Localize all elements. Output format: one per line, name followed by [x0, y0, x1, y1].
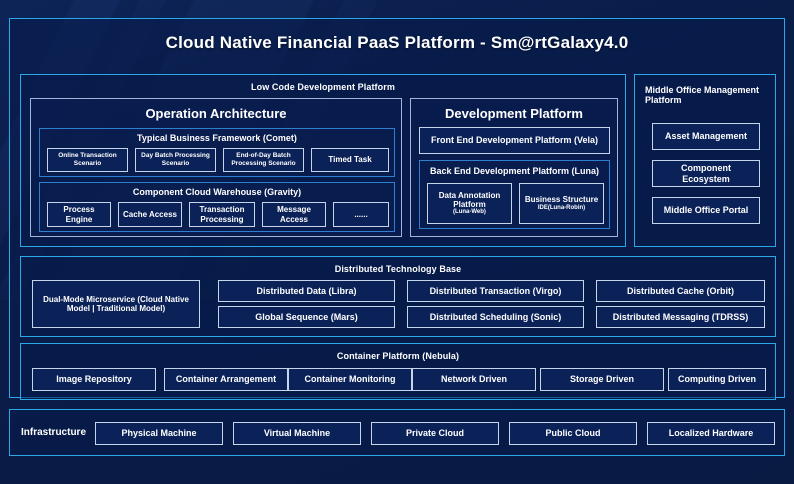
container-platform-item[interactable]: Container Arrangement [164, 368, 288, 391]
container-platform-item[interactable]: Container Monitoring [288, 368, 412, 391]
distributed-technology-base-header: Distributed Technology Base [334, 264, 462, 274]
scenario-box[interactable]: Day Batch Processing Scenario [135, 148, 216, 172]
middle-office-item[interactable]: Component Ecosystem [652, 160, 760, 187]
middle-office-management-panel: Middle Office Management Platform Asset … [634, 74, 776, 247]
scenario-box[interactable]: End-of-Day Batch Processing Scenario [223, 148, 304, 172]
development-platform-header: Development Platform [445, 106, 583, 121]
front-end-development-platform-box[interactable]: Front End Development Platform (Vela) [419, 127, 610, 154]
component-box[interactable]: Message Access [262, 202, 326, 227]
middle-office-item[interactable]: Asset Management [652, 123, 760, 150]
middle-office-item[interactable]: Middle Office Portal [652, 197, 760, 224]
distributed-base-item[interactable]: Distributed Cache (Orbit) [596, 280, 765, 302]
component-cloud-warehouse-header: Component Cloud Warehouse (Gravity) [132, 187, 302, 197]
page-title: Cloud Native Financial PaaS Platform - S… [165, 33, 629, 52]
infrastructure-label: Infrastructure [21, 427, 87, 438]
back-end-development-platform-header: Back End Development Platform (Luna) [429, 166, 600, 176]
typical-business-framework-panel: Typical Business Framework (Comet) Onlin… [39, 128, 395, 177]
scenario-box[interactable]: Online Transaction Scenario [47, 148, 128, 172]
container-platform-item[interactable]: Image Repository [32, 368, 156, 391]
infrastructure-item[interactable]: Virtual Machine [233, 422, 361, 445]
distributed-base-item[interactable]: Distributed Transaction (Virgo) [407, 280, 584, 302]
infrastructure-item[interactable]: Physical Machine [95, 422, 223, 445]
infrastructure-item[interactable]: Localized Hardware [647, 422, 775, 445]
component-box-more[interactable]: ...... [333, 202, 389, 227]
component-box[interactable]: Transaction Processing [189, 202, 255, 227]
low-code-development-platform-panel: Low Code Development Platform Operation … [20, 74, 626, 247]
infrastructure-item[interactable]: Public Cloud [509, 422, 637, 445]
back-end-sub-subtitle: (Luna-Web) [453, 209, 486, 216]
container-platform-item[interactable]: Network Driven [412, 368, 536, 391]
operation-architecture-header: Operation Architecture [145, 106, 287, 121]
back-end-sub-box[interactable]: Business Structure IDE(Luna-Robin) [519, 183, 604, 224]
back-end-sub-subtitle: IDE(Luna-Robin) [537, 204, 586, 211]
back-end-sub-box[interactable]: Data Annotation Platform (Luna-Web) [427, 183, 512, 224]
distributed-technology-base-panel: Distributed Technology Base Dual-Mode Mi… [20, 256, 776, 337]
distributed-base-item[interactable]: Distributed Scheduling (Sonic) [407, 306, 584, 328]
distributed-base-item[interactable]: Distributed Messaging (TDRSS) [596, 306, 765, 328]
back-end-sub-title: Business Structure [524, 195, 599, 205]
distributed-base-item[interactable]: Global Sequence (Mars) [218, 306, 395, 328]
back-end-development-platform-panel: Back End Development Platform (Luna) Dat… [419, 160, 610, 229]
typical-business-framework-header: Typical Business Framework (Comet) [137, 133, 297, 143]
development-platform-panel: Development Platform Front End Developme… [410, 98, 618, 237]
middle-office-header: Middle Office Management Platform [645, 85, 760, 105]
low-code-platform-header: Low Code Development Platform [251, 82, 395, 92]
container-platform-header: Container Platform (Nebula) [336, 351, 460, 361]
scenario-box[interactable]: Timed Task [311, 148, 389, 172]
back-end-sub-title: Data Annotation Platform [438, 190, 501, 209]
operation-architecture-panel: Operation Architecture Typical Business … [30, 98, 402, 237]
dual-mode-microservice-box[interactable]: Dual-Mode Microservice (Cloud Native Mod… [32, 280, 200, 328]
component-box[interactable]: Cache Access [118, 202, 182, 227]
platform-frame: Cloud Native Financial PaaS Platform - S… [9, 18, 785, 400]
container-platform-item[interactable]: Storage Driven [540, 368, 664, 391]
infrastructure-item[interactable]: Private Cloud [371, 422, 499, 445]
component-cloud-warehouse-panel: Component Cloud Warehouse (Gravity) Proc… [39, 182, 395, 232]
component-box[interactable]: Process Engine [47, 202, 111, 227]
container-platform-panel: Container Platform (Nebula) Image Reposi… [20, 343, 776, 400]
infrastructure-frame: Infrastructure Physical Machine Virtual … [9, 409, 785, 456]
distributed-base-item[interactable]: Distributed Data (Libra) [218, 280, 395, 302]
container-platform-item[interactable]: Computing Driven [668, 368, 766, 391]
